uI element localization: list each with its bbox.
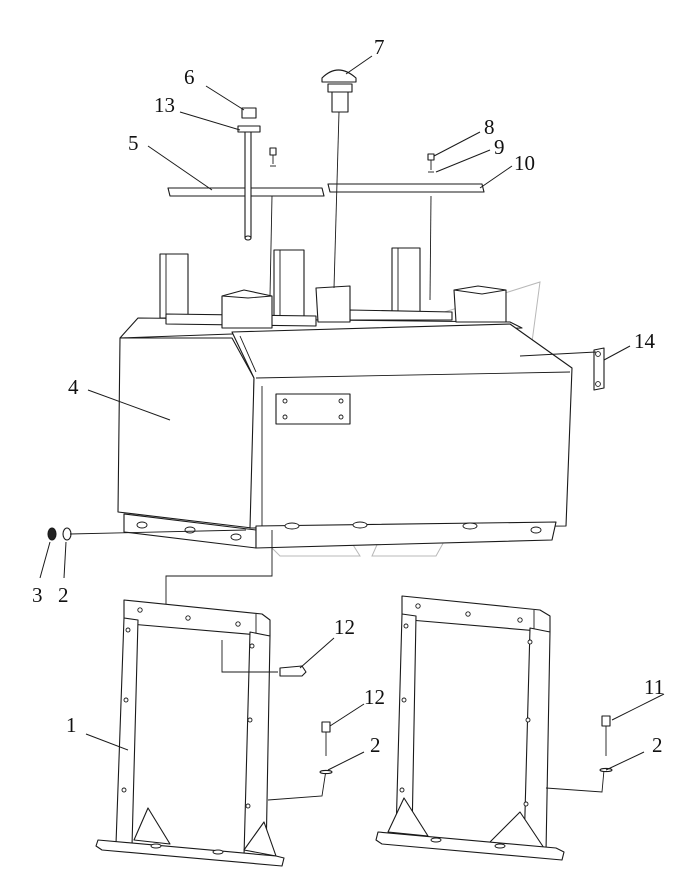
housing-box-part-4: [117, 247, 573, 549]
callout-12-pin: 12: [334, 615, 355, 639]
small-screw-part-8: [427, 153, 435, 301]
frame-part-1: [95, 599, 327, 867]
callout-12-bolt: 12: [364, 685, 385, 709]
small-screw-left: [269, 147, 277, 297]
plate-part-10: [327, 183, 485, 193]
callout-3: 3: [32, 583, 43, 607]
callout-2-left: 2: [58, 583, 69, 607]
leader-lines: [39, 55, 665, 771]
cap-part-7: [321, 69, 357, 289]
bolt-part-11: [599, 715, 613, 773]
callout-4: 4: [68, 375, 79, 399]
latch-part-14: [519, 347, 605, 391]
callout-2-right: 2: [652, 733, 663, 757]
callout-8: 8: [484, 115, 495, 139]
callout-13: 13: [154, 93, 175, 117]
callout-7: 7: [374, 35, 385, 59]
callout-6: 6: [184, 65, 195, 89]
pin-part-12: [279, 665, 307, 677]
callout-10: 10: [514, 151, 535, 175]
callout-9: 9: [494, 135, 505, 159]
callout-labels: 1 2 2 2 3 4 5 6 7 8 9 10 11 12 12 13 14: [32, 35, 664, 757]
callout-5: 5: [128, 131, 139, 155]
callout-14: 14: [634, 329, 656, 353]
bolt-part-12: [319, 721, 333, 775]
callout-2-mid: 2: [370, 733, 381, 757]
frame-right: [375, 595, 605, 861]
long-bolt-part-6: [237, 107, 261, 241]
washer-nut-parts-2-3: [47, 527, 273, 612]
callout-1: 1: [66, 713, 77, 737]
callout-11: 11: [644, 675, 664, 699]
